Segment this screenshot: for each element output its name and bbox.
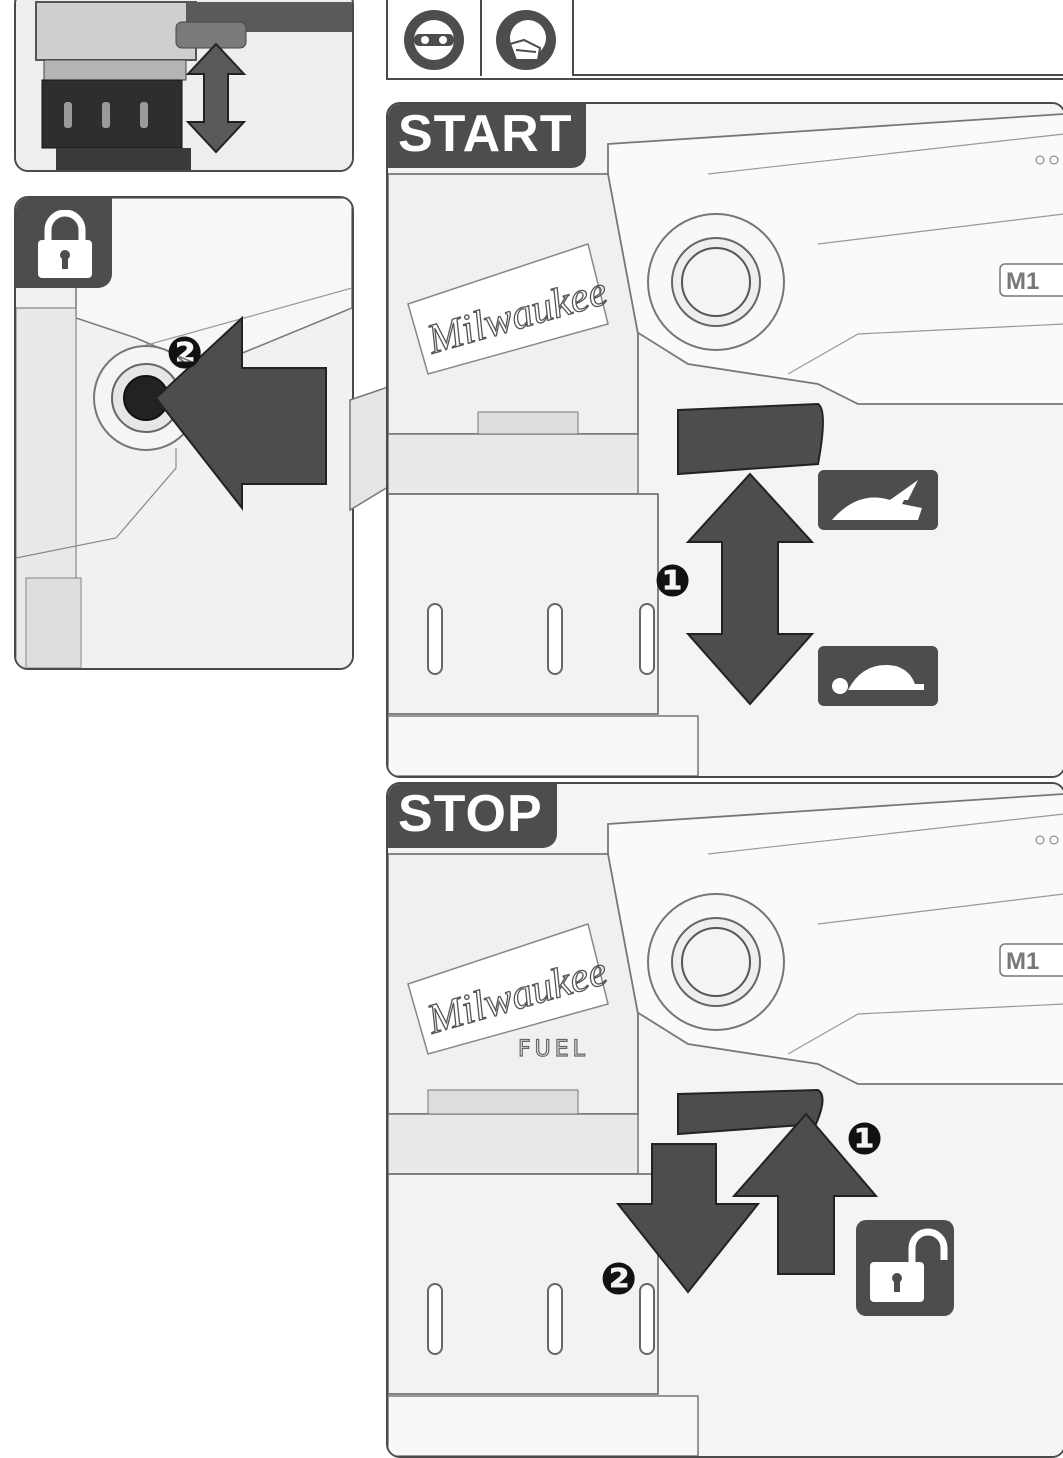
rabbit-icon [818,470,938,530]
stop-step-1-number: ❶ [846,1114,883,1165]
start-step-number: ❶ [654,556,691,607]
stop-panel: M1 Milwaukee FUEL STOP ❶ ❷ [386,782,1063,1458]
fast-speed-badge [818,470,938,530]
start-panel: M1 Milwaukee START ❶ [386,102,1063,778]
start-label: START [388,104,586,168]
stop-step-2-number: ❷ [600,1254,637,1305]
stop-tool-drawing: M1 Milwaukee FUEL [388,784,1063,1456]
padlock-closed-icon [32,210,98,280]
height-adjust-drawing [16,0,352,170]
dust-mask-icon [494,8,558,72]
product-line-text: FUEL [518,1037,589,1062]
height-adjust-panel [14,0,354,172]
model-mark: M1 [1006,268,1039,295]
slow-speed-badge [818,646,938,706]
eye-protection-icon [402,8,466,72]
start-tool-drawing: M1 Milwaukee [388,104,1063,776]
stop-label: STOP [388,784,557,848]
unlock-badge [856,1220,954,1316]
model-mark-2: M1 [1006,948,1039,975]
turtle-icon [818,646,938,706]
ppe-icon-strip [386,0,1063,80]
padlock-open-icon [856,1220,954,1316]
lock-step-number: ❷ [166,328,203,379]
